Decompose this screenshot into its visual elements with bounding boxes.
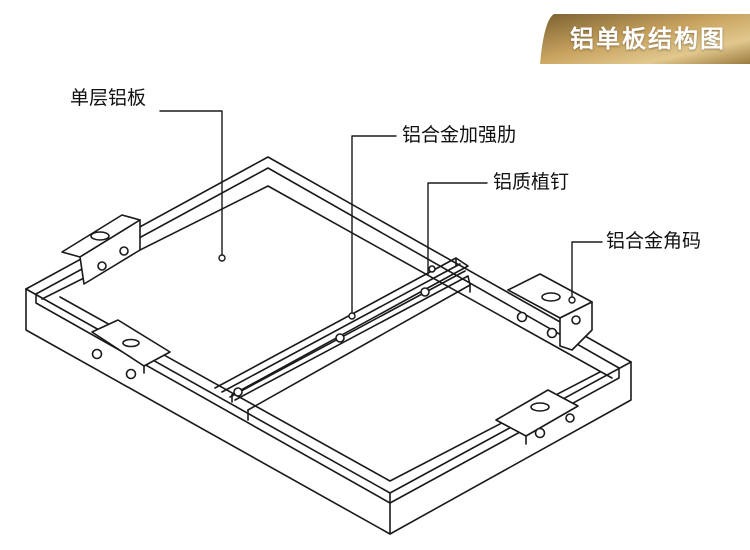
corner-bracket-top-left xyxy=(61,214,141,285)
corner-bracket-bottom-left xyxy=(91,319,171,380)
callout-leaders xyxy=(159,110,603,320)
label-stud: 铝质植钉 xyxy=(493,171,570,193)
corner-bracket-right xyxy=(507,273,593,351)
corner-bracket-bottom-right xyxy=(495,389,579,445)
label-aluminum-panel: 单层铝板 xyxy=(70,87,147,109)
title-banner xyxy=(540,14,750,64)
stud-row xyxy=(233,265,436,397)
label-corner-bracket: 铝合金角码 xyxy=(606,230,702,252)
diagram-title: 铝单板结构图 xyxy=(570,25,726,53)
label-reinforcement-rib: 铝合金加强肋 xyxy=(402,124,517,146)
